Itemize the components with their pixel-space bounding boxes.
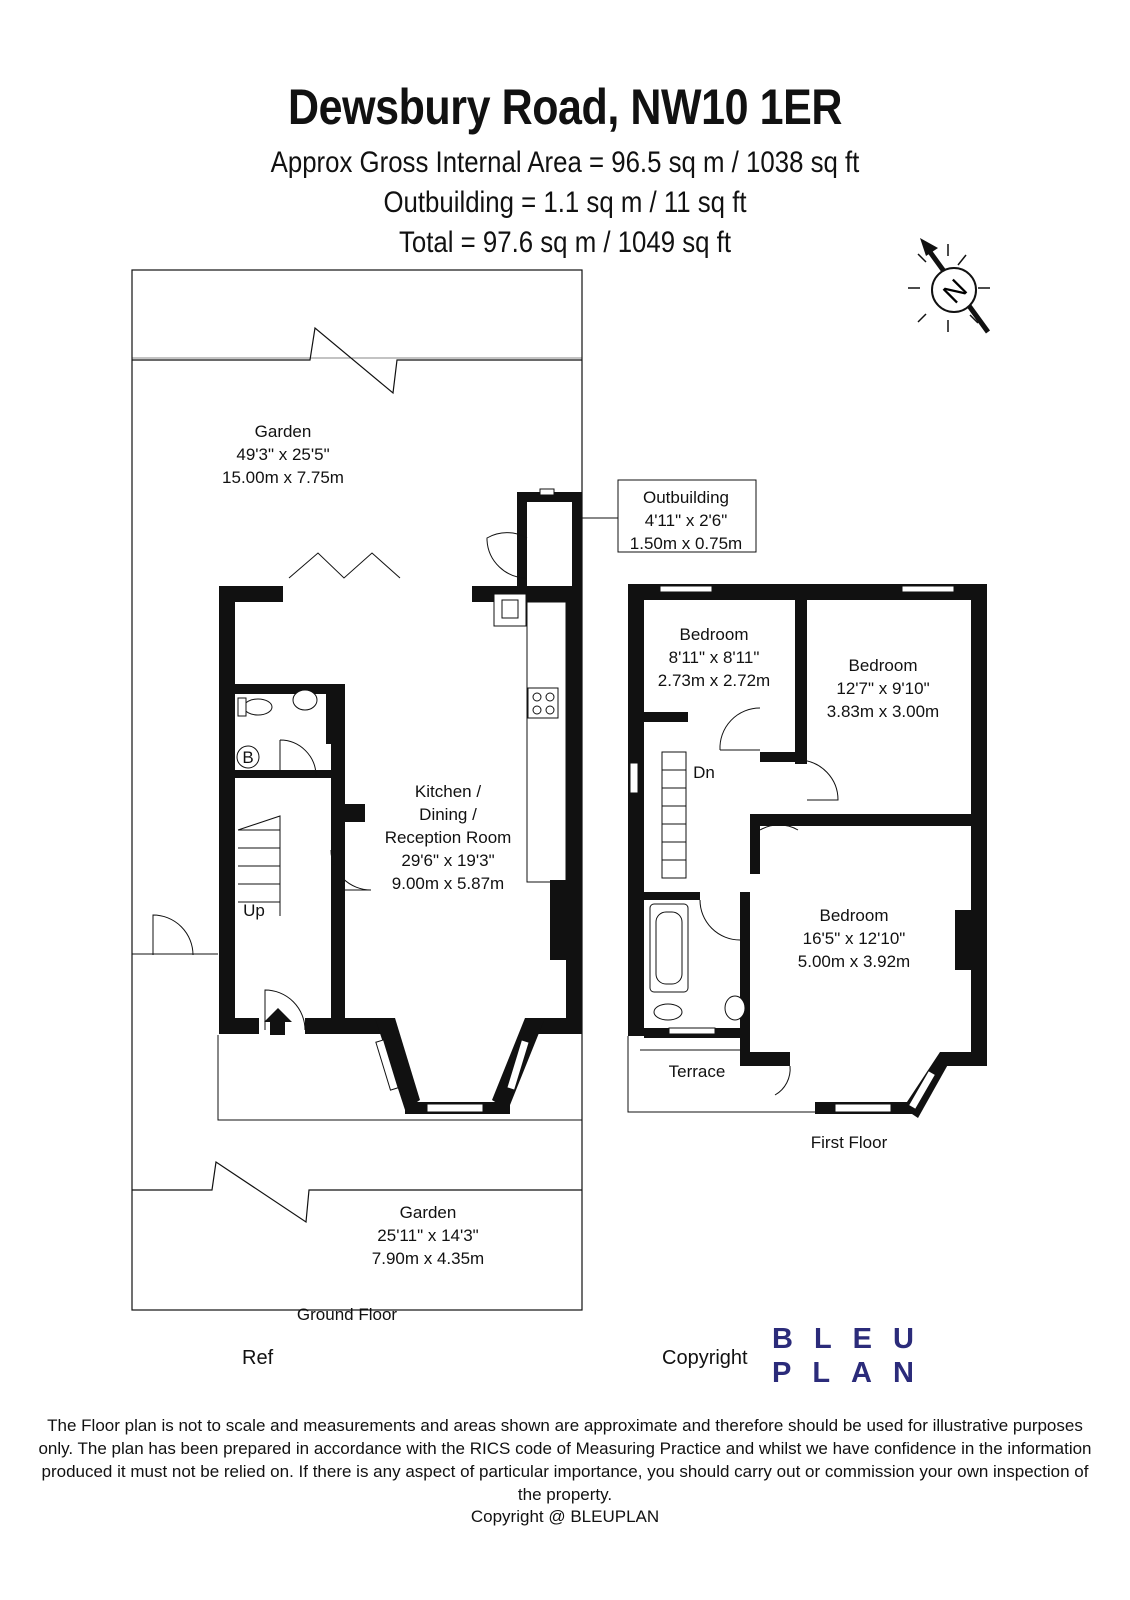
bedroom2-metric: 3.83m x 3.00m xyxy=(827,702,939,721)
bedroom1-imperial: 8'11" x 8'11" xyxy=(669,648,760,667)
copyright-label: Copyright xyxy=(662,1347,748,1369)
bedroom1-metric: 2.73m x 2.72m xyxy=(658,671,770,690)
ref-label: Ref xyxy=(242,1347,274,1369)
rear-garden-imperial: 49'3" x 25'5" xyxy=(236,445,329,464)
boiler-label: B xyxy=(242,748,253,767)
disclaimer-text: The Floor plan is not to scale and measu… xyxy=(38,1416,1092,1504)
gross-area-text: Approx Gross Internal Area = 96.5 sq m /… xyxy=(270,146,860,179)
front-garden-name: Garden xyxy=(400,1203,457,1222)
bedroom3-name: Bedroom xyxy=(820,906,889,925)
footer-copyright: Copyright @ BLEUPLAN xyxy=(470,1507,660,1526)
kitchen-imperial: 29'6" x 19'3" xyxy=(401,851,494,870)
outbuilding-name: Outbuilding xyxy=(643,488,729,507)
bedroom2-name: Bedroom xyxy=(849,656,918,675)
bleuplan-logo: BLEU PLAN xyxy=(772,1322,935,1390)
total-area-text: Total = 97.6 sq m / 1049 sq ft xyxy=(398,226,732,259)
front-garden-imperial: 25'11" x 14'3" xyxy=(377,1226,478,1245)
kitchen-name-2: Dining / xyxy=(419,805,477,824)
logo-line-2: PLAN xyxy=(772,1357,935,1389)
kitchen-name-3: Reception Room xyxy=(385,828,512,847)
ground-floor-label: Ground Floor xyxy=(297,1305,397,1324)
rear-garden-name: Garden xyxy=(255,422,312,441)
terrace-label: Terrace xyxy=(669,1062,726,1081)
first-stairs-label: Dn xyxy=(693,763,715,782)
bedroom2-imperial: 12'7" x 9'10" xyxy=(836,679,929,698)
bedroom3-imperial: 16'5" x 12'10" xyxy=(803,929,906,948)
rear-garden-metric: 15.00m x 7.75m xyxy=(222,468,344,487)
outbuilding-area-text: Outbuilding = 1.1 sq m / 11 sq ft xyxy=(383,186,747,219)
bedroom1-name: Bedroom xyxy=(680,625,749,644)
compass-icon: N xyxy=(908,238,991,334)
bedroom3-metric: 5.00m x 3.92m xyxy=(798,952,910,971)
page-title: Dewsbury Road, NW10 1ER xyxy=(287,79,843,135)
first-floor-label: First Floor xyxy=(811,1133,888,1152)
outbuilding-imperial: 4'11" x 2'6" xyxy=(645,511,728,530)
ground-floor-plan xyxy=(131,269,583,1311)
outbuilding-metric: 1.50m x 0.75m xyxy=(630,534,742,553)
front-garden-metric: 7.90m x 4.35m xyxy=(372,1249,484,1268)
logo-line-1: BLEU xyxy=(772,1323,935,1355)
kitchen-metric: 9.00m x 5.87m xyxy=(392,874,504,893)
entrance-arrow-icon xyxy=(264,1008,292,1035)
kitchen-name-1: Kitchen / xyxy=(415,782,481,801)
ground-stairs-label: Up xyxy=(243,901,265,920)
